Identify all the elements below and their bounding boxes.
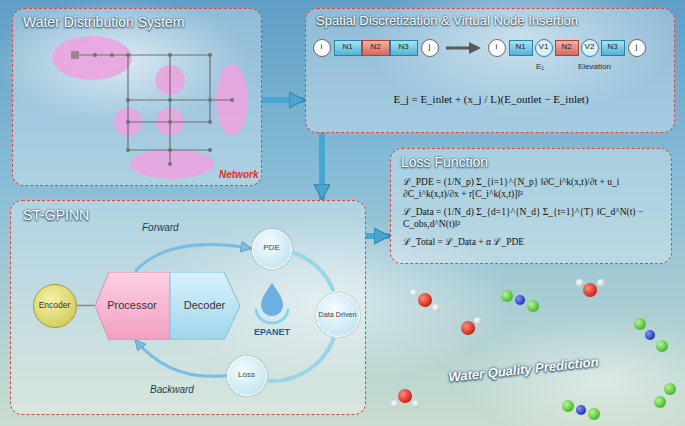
decoder-block: Decoder bbox=[170, 272, 240, 340]
formula: ℒ_PDE = (1/N_p) Σ_{i=1}^{N_p} ‖∂C_i^k(x,… bbox=[403, 177, 661, 201]
node-label: i bbox=[496, 43, 498, 52]
node-label: N3 bbox=[607, 43, 617, 52]
pipe-segment: N3 bbox=[601, 40, 625, 56]
pipe-segment: N3 bbox=[390, 40, 418, 56]
text-holder: ℒ_Total = ℒ_Data + α ℒ_PDE bbox=[403, 237, 661, 249]
connector-arrow bbox=[319, 133, 325, 200]
text-holder: Network bbox=[219, 169, 258, 180]
output-label: Water Quality Prediction bbox=[448, 354, 599, 385]
text-holder: ℒ_Data = (1/N_d) Σ_{d=1}^{N_d} Σ_{t=1}^{… bbox=[403, 207, 661, 231]
node-label: Decoder bbox=[184, 299, 226, 311]
panel-box: Water Distribution SystemNetwork bbox=[12, 8, 262, 186]
text-holder: Water Distribution System bbox=[23, 14, 184, 30]
elevation-label: E₁ bbox=[536, 62, 544, 71]
text-holder: Forward bbox=[142, 222, 179, 233]
node-label: Loss bbox=[238, 371, 255, 380]
panel-box: Spatial Discretization & Virtual Node In… bbox=[305, 8, 675, 133]
virtual-node: V2 bbox=[581, 39, 599, 57]
module-circle: PDE bbox=[252, 229, 292, 269]
panel-box: ST-GPINN Encoder Processor Decoder PDE Data D… bbox=[10, 200, 366, 415]
text-holder: Loss Function bbox=[401, 154, 488, 170]
panel-title: ST-GPINN bbox=[23, 207, 89, 223]
encoder-circle: Encoder bbox=[33, 284, 77, 328]
edge-label: Forward bbox=[142, 222, 179, 233]
node-label: N3 bbox=[398, 43, 408, 52]
text-holder: ℒ_PDE = (1/N_p) Σ_{i=1}^{N_p} ‖∂C_i^k(x,… bbox=[403, 177, 661, 201]
node-label: Processor bbox=[107, 299, 157, 311]
text-holder: E_j = E_inlet + (x_j / L)(E_outlet − E_i… bbox=[326, 93, 656, 107]
panel-title: Loss Function bbox=[401, 154, 488, 170]
node-label: N1 bbox=[342, 43, 352, 52]
pipe-segment: N1 bbox=[334, 40, 362, 56]
connector-arrow bbox=[366, 233, 390, 239]
node-label: V1 bbox=[539, 43, 549, 52]
pipe-segment: N2 bbox=[362, 40, 390, 56]
virtual-node: V1 bbox=[535, 39, 553, 57]
processor-block: Processor bbox=[95, 272, 170, 340]
text-holder: Water Quality Prediction bbox=[448, 362, 599, 377]
pipe-end-node: j bbox=[421, 39, 439, 57]
text-holder: Elevation bbox=[578, 62, 611, 71]
node-label: i bbox=[321, 43, 323, 52]
node-label: Encoder bbox=[39, 301, 71, 310]
pipe-segment: N2 bbox=[555, 40, 579, 56]
pipe-end-node: i bbox=[313, 39, 331, 57]
node-label: j bbox=[636, 43, 638, 52]
module-circle: Loss bbox=[227, 356, 267, 396]
pipe-end-node: i bbox=[488, 39, 506, 57]
node-label: V2 bbox=[585, 43, 595, 52]
node-label: Data Driven bbox=[319, 311, 357, 319]
node-label: j bbox=[429, 43, 431, 52]
pipe-segment: N1 bbox=[509, 40, 533, 56]
module-circle: Data Driven bbox=[316, 293, 360, 337]
text-holder: Backward bbox=[150, 384, 194, 395]
logo-label: EPANET bbox=[242, 327, 302, 337]
text-holder: EPANET bbox=[242, 327, 302, 337]
node-label: PDE bbox=[263, 244, 279, 253]
text-holder: ST-GPINN bbox=[23, 207, 89, 223]
node-label: N2 bbox=[370, 43, 380, 52]
formula: ℒ_Total = ℒ_Data + α ℒ_PDE bbox=[403, 237, 661, 249]
edge-label: Backward bbox=[150, 384, 194, 395]
network-label: Network bbox=[219, 169, 258, 180]
text-holder: Spatial Discretization & Virtual Node In… bbox=[316, 13, 578, 28]
molecules bbox=[391, 279, 676, 420]
panel-title: Spatial Discretization & Virtual Node In… bbox=[316, 13, 578, 28]
node-label: N1 bbox=[515, 43, 525, 52]
pipe-end-node: j bbox=[628, 39, 646, 57]
text-holder: E₁ bbox=[536, 62, 544, 71]
panel-box: Loss Functionℒ_PDE = (1/N_p) Σ_{i=1}^{N_… bbox=[390, 148, 672, 264]
panel-title: Water Distribution System bbox=[23, 14, 184, 30]
node-label: N2 bbox=[561, 43, 571, 52]
formula: ℒ_Data = (1/N_d) Σ_{d=1}^{N_d} Σ_{t=1}^{… bbox=[403, 207, 661, 231]
connector-arrow bbox=[262, 97, 305, 103]
elevation-label: Elevation bbox=[578, 62, 611, 71]
formula: E_j = E_inlet + (x_j / L)(E_outlet − E_i… bbox=[326, 93, 656, 107]
